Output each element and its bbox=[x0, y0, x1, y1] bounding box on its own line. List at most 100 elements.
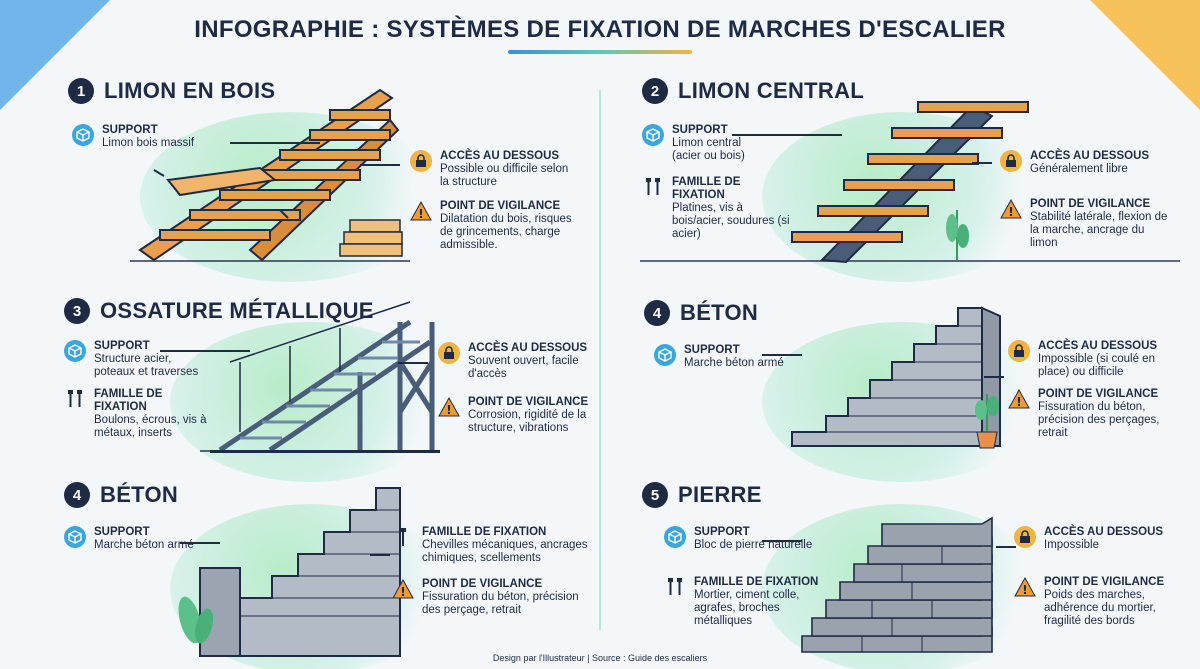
svg-text:!: ! bbox=[446, 403, 451, 417]
access-value: Impossible (si coulé en place) ou diffic… bbox=[1038, 353, 1155, 378]
vigilance-label: POINT DE VIGILANCE bbox=[440, 200, 561, 212]
screw-icon bbox=[392, 526, 414, 548]
column-divider bbox=[599, 90, 601, 630]
family-value: Platines, vis à bois/acier, soudures (si… bbox=[672, 202, 790, 240]
section-number: 4 bbox=[64, 482, 90, 508]
family-label: FAMILLE DE FIXATION bbox=[672, 176, 741, 201]
stone-stair-illustration bbox=[801, 516, 993, 653]
support-value: Marche béton armé bbox=[684, 357, 784, 369]
leader-line bbox=[360, 164, 400, 166]
family-value: Chevilles mécaniques, ancrages chimiques… bbox=[422, 539, 588, 564]
info-family: FAMILLE DE FIXATION Platines, vis à bois… bbox=[642, 176, 812, 241]
warning-icon: ! bbox=[1014, 576, 1036, 598]
section-title: BÉTON bbox=[680, 300, 759, 325]
access-value: Souvent ouvert, facile d'accès bbox=[468, 355, 579, 380]
support-label: SUPPORT bbox=[684, 344, 740, 356]
section-number: 2 bbox=[642, 78, 668, 104]
support-label: SUPPORT bbox=[102, 124, 158, 136]
screw-icon bbox=[664, 576, 686, 598]
lock-icon bbox=[438, 342, 460, 364]
section-header: 5 PIERRE bbox=[642, 482, 762, 508]
info-access: ACCÈS AU DESSOUS Impossible (si coulé en… bbox=[1008, 340, 1178, 379]
section-number: 5 bbox=[642, 482, 668, 508]
concrete-stair-illustration bbox=[791, 306, 1001, 447]
vigilance-label: POINT DE VIGILANCE bbox=[1030, 198, 1151, 210]
info-vigilance: ! POINT DE VIGILANCE Stabilité latérale,… bbox=[1000, 198, 1170, 250]
plant-icon bbox=[946, 210, 969, 260]
vigilance-label: POINT DE VIGILANCE bbox=[422, 578, 543, 590]
info-support: SUPPORT Structure acier, poteaux et trav… bbox=[64, 340, 234, 379]
access-label: ACCÈS AU DESSOUS bbox=[1030, 150, 1150, 162]
section-header: 1 LIMON EN BOIS bbox=[68, 78, 275, 104]
info-support: SUPPORT Marche béton armé bbox=[64, 526, 234, 552]
warning-icon: ! bbox=[392, 578, 414, 600]
vigilance-value: Corrosion, rigidité de la structure, vib… bbox=[468, 409, 587, 434]
leader-line bbox=[370, 554, 390, 556]
leader-line bbox=[732, 134, 842, 136]
lock-icon bbox=[1000, 150, 1022, 172]
leader-line bbox=[398, 362, 428, 364]
potted-plant-icon bbox=[975, 394, 999, 449]
access-label: ACCÈS AU DESSOUS bbox=[440, 150, 560, 162]
info-access: ACCÈS AU DESSOUS Souvent ouvert, facile … bbox=[438, 342, 598, 381]
support-value: Structure acier, poteaux et traverses bbox=[94, 353, 199, 378]
vigilance-value: Stabilité latérale, flexion de la marche… bbox=[1030, 211, 1168, 249]
svg-text:!: ! bbox=[400, 585, 405, 599]
svg-text:!: ! bbox=[1008, 205, 1013, 219]
info-family: FAMILLE DE FIXATION Boulons, écrous, vis… bbox=[64, 388, 234, 440]
info-support: SUPPORT Limon central (acier ou bois) bbox=[642, 124, 812, 163]
section-header: 2 LIMON CENTRAL bbox=[642, 78, 864, 104]
info-support: SUPPORT Limon bois massif bbox=[72, 124, 242, 150]
leader-line bbox=[160, 350, 250, 352]
lock-icon bbox=[1008, 340, 1030, 362]
section-title: BÉTON bbox=[100, 482, 179, 507]
support-value: Bloc de pierre naturelle bbox=[694, 539, 813, 551]
cube-icon bbox=[642, 124, 664, 146]
svg-text:!: ! bbox=[418, 207, 423, 221]
screw-icon bbox=[64, 388, 86, 410]
panel-beton-left: 4 BÉTON SUPPORT Marche béton armé bbox=[30, 474, 600, 669]
svg-text:!: ! bbox=[1016, 395, 1021, 409]
support-label: SUPPORT bbox=[672, 124, 728, 136]
support-label: SUPPORT bbox=[694, 526, 750, 538]
info-access: ACCÈS AU DESSOUS Impossible bbox=[1014, 526, 1184, 552]
info-support: SUPPORT Bloc de pierre naturelle bbox=[664, 526, 834, 552]
info-access: ACCÈS AU DESSOUS Possible ou difficile s… bbox=[410, 150, 575, 189]
cube-icon bbox=[64, 526, 86, 548]
ground-line bbox=[130, 260, 410, 262]
access-value: Impossible bbox=[1044, 539, 1099, 551]
background-blob bbox=[170, 322, 450, 482]
panel-limon-bois: 1 LIMON EN BOIS SUPPORT bbox=[30, 72, 600, 282]
leader-line bbox=[180, 542, 220, 544]
vigilance-value: Poids des marches, adhérence du mortier,… bbox=[1044, 589, 1156, 627]
support-value: Limon central (acier ou bois) bbox=[672, 137, 745, 162]
section-number: 3 bbox=[64, 298, 90, 324]
lock-icon bbox=[1014, 526, 1036, 548]
support-value: Limon bois massif bbox=[102, 137, 195, 149]
vigilance-label: POINT DE VIGILANCE bbox=[1044, 576, 1165, 588]
lock-icon bbox=[410, 150, 432, 172]
central-stringer-illustration bbox=[791, 101, 1029, 264]
info-vigilance: ! POINT DE VIGILANCE Fissuration du béto… bbox=[392, 578, 592, 617]
section-title: PIERRE bbox=[678, 482, 762, 507]
section-number: 1 bbox=[68, 78, 94, 104]
support-label: SUPPORT bbox=[94, 340, 150, 352]
leader-line bbox=[972, 162, 992, 164]
info-family: FAMILLE DE FIXATION Chevilles mécaniques… bbox=[392, 526, 592, 565]
title-underline bbox=[508, 50, 692, 54]
section-number: 4 bbox=[644, 300, 670, 326]
leader-line bbox=[762, 540, 802, 542]
footer-credits: Design par l'Illustrateur | Source : Gui… bbox=[492, 653, 708, 663]
panel-limon-central: 2 LIMON CENTRAL SUPPORT Limon central (a… bbox=[612, 72, 1182, 282]
screw-icon bbox=[642, 176, 664, 198]
section-title: LIMON EN BOIS bbox=[104, 78, 276, 103]
vigilance-label: POINT DE VIGILANCE bbox=[468, 396, 589, 408]
info-access: ACCÈS AU DESSOUS Généralement libre bbox=[1000, 150, 1170, 176]
cube-icon bbox=[654, 344, 676, 366]
section-title: LIMON CENTRAL bbox=[678, 78, 864, 103]
warning-icon: ! bbox=[1000, 198, 1022, 220]
section-header: 4 BÉTON bbox=[64, 482, 178, 508]
family-value: Mortier, ciment colle, agrafes, broches … bbox=[694, 589, 800, 627]
svg-text:!: ! bbox=[1022, 583, 1027, 597]
leader-line bbox=[996, 546, 1016, 548]
